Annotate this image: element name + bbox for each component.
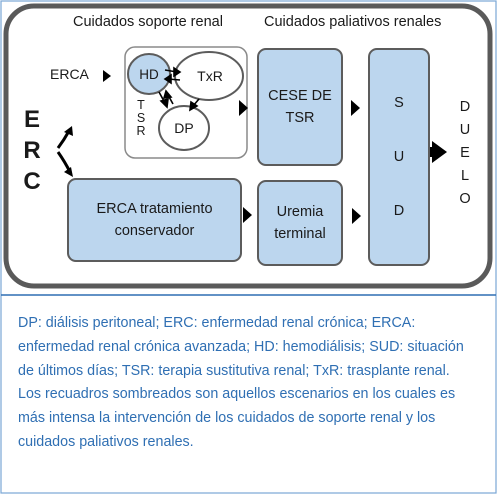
hd-node-label: HD <box>139 66 159 82</box>
vertical-letter: S <box>136 111 146 125</box>
arrow-tsr-to-cese <box>239 100 248 116</box>
flow-arrows <box>103 70 447 224</box>
erca-conservador-text: ERCA tratamiento conservador <box>96 201 213 239</box>
dp-node-label: DP <box>174 120 194 136</box>
arrow-conservador-to-uremia <box>243 207 252 223</box>
vertical-letter: S <box>394 95 404 111</box>
cese-tsr-text: CESE DE TSR <box>268 88 332 126</box>
vertical-letter: U <box>459 122 471 138</box>
vertical-letter: E <box>460 145 470 161</box>
vertical-letter: R <box>136 124 146 138</box>
sud-vertical-text: S U D <box>394 76 404 238</box>
uremia-terminal-text: Uremia terminal <box>274 204 326 242</box>
uremia-terminal-box: Uremia terminal <box>257 180 343 266</box>
erca-label: ERCA <box>50 66 89 82</box>
caption-note: Los recuadros sombreados son aquellos es… <box>18 386 456 450</box>
dp-circle <box>158 105 210 151</box>
hd-circle <box>127 53 171 95</box>
vertical-letter: O <box>459 191 471 207</box>
section-title-paliativos: Cuidados paliativos renales <box>264 14 442 30</box>
erc-branch-arrowheads <box>64 126 73 177</box>
vertical-letter: D <box>459 99 471 115</box>
arrow-uremia-to-sud <box>352 208 361 224</box>
vertical-letter: C <box>23 168 41 195</box>
vertical-letter: U <box>393 149 405 165</box>
vertical-letter: E <box>23 106 40 133</box>
erca-conservador-box: ERCA tratamiento conservador <box>67 178 242 262</box>
vertical-letter: L <box>460 168 470 184</box>
arrow-cese-to-sud <box>351 100 360 116</box>
caption-abbreviations: DP: diálisis peritoneal; ERC: enfermedad… <box>18 315 464 379</box>
vertical-letter: T <box>137 98 145 112</box>
arrow-sud-to-duelo <box>432 141 447 163</box>
tsr-internal-arrows <box>158 66 200 112</box>
arrow-erca-to-tsr <box>103 70 111 82</box>
vertical-letter: R <box>23 137 41 164</box>
vertical-letter: D <box>393 203 405 219</box>
cese-tsr-box: CESE DE TSR <box>257 48 343 166</box>
txr-node-label: TxR <box>197 68 223 84</box>
section-title-soporte: Cuidados soporte renal <box>73 14 223 30</box>
figure-caption: DP: diálisis peritoneal; ERC: enfermedad… <box>18 312 483 455</box>
sud-box: S U D <box>368 48 430 266</box>
